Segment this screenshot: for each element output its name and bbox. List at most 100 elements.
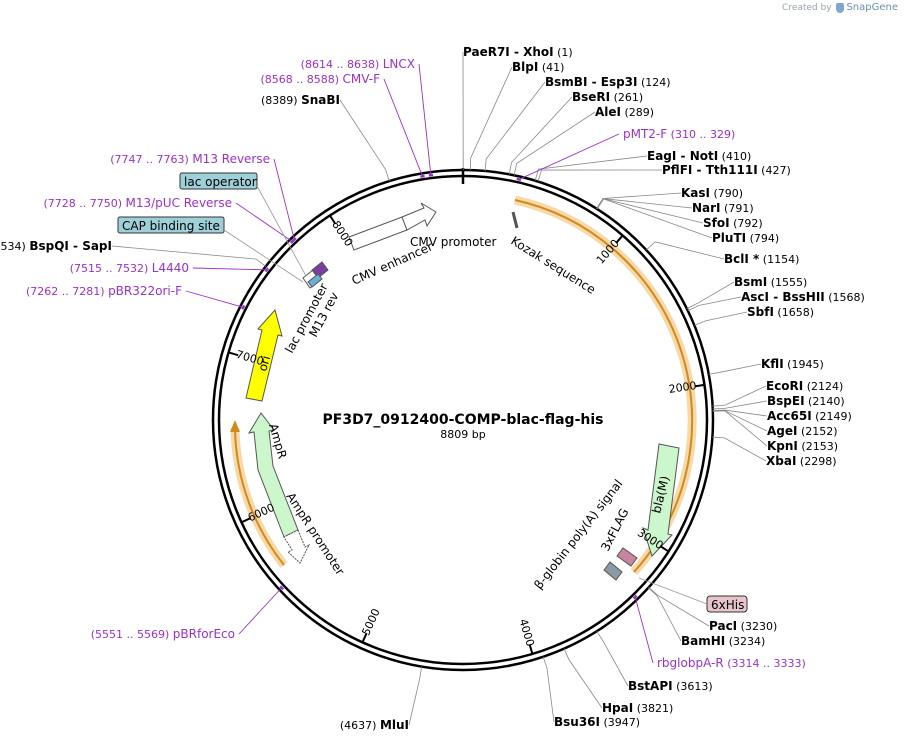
enzyme-name: AleI	[595, 105, 621, 119]
enzyme-name: PluTI	[712, 231, 746, 245]
tick-mark-2000	[694, 383, 705, 388]
plasmid-length: 8809 bp	[440, 428, 485, 441]
enzyme-label-hpai: HpaI (3821)	[602, 701, 673, 715]
watermark-brand: SnapGene	[846, 2, 898, 13]
tick-label-4000: 4000	[516, 617, 536, 648]
enzyme-leader-bcli	[646, 241, 725, 260]
enzyme-name: KflI	[761, 357, 784, 371]
enzyme-name: BstAPI	[628, 679, 673, 693]
plasmid-name: PF3D7_0912400-COMP-blac-flag-his	[323, 412, 604, 428]
enzyme-leader-bamhi	[648, 587, 682, 642]
cap-site-badge-text: CAP binding site	[122, 219, 220, 233]
watermark-prefix: Created by	[782, 3, 832, 13]
enzyme-label-bsmi: BsmI (1555)	[734, 275, 807, 289]
comp-orf-line	[514, 199, 694, 573]
primer-name: M13 Reverse	[192, 152, 270, 166]
primer-label-lncx: (8614 .. 8638) LNCX	[301, 57, 415, 71]
enzyme-pos: (1555)	[767, 276, 807, 289]
enzyme-pos: (2149)	[812, 410, 852, 423]
primer-leader-pbr322orif	[185, 290, 244, 308]
primer-range: (5551 .. 5569)	[91, 628, 173, 641]
enzyme-leader-bsmbi	[484, 81, 546, 172]
enzyme-leader-mlui	[408, 666, 423, 726]
primer-label-m13reverse: (7747 .. 7763) M13 Reverse	[110, 152, 270, 166]
primer-name: pBR322ori-F	[108, 284, 182, 298]
enzyme-leader-kpni	[712, 410, 768, 447]
enzyme-name2: - Tth111I	[692, 163, 757, 177]
enzyme-pos: (8389)	[261, 94, 301, 107]
tick-label-5000: 5000	[359, 607, 382, 638]
ampr-orf-line	[234, 429, 285, 566]
his-tag-badge-text: 6xHis	[711, 598, 744, 612]
primer-name: pBRforEco	[173, 627, 235, 641]
primer-name: rbglobpA-R	[657, 656, 724, 670]
enzyme-name2: - SapI	[69, 239, 112, 253]
enzyme-label-sfoi: SfoI (792)	[703, 216, 763, 230]
tick-mark-5000	[361, 632, 368, 643]
ampr-promoter-arrow	[283, 529, 311, 564]
enzyme-name: BspEI	[767, 394, 805, 408]
primer-name: pMT2-F	[623, 127, 667, 141]
primer-name: LNCX	[383, 57, 415, 71]
enzyme-leader-paci	[648, 586, 710, 627]
enzyme-name2: - XhoI	[510, 45, 554, 59]
enzyme-pos: (2140)	[805, 395, 845, 408]
primer-label-l4440: (7515 .. 7532) L4440	[70, 261, 189, 275]
primer-leader-pbrforeco	[238, 587, 283, 635]
enzyme-pos: (124)	[638, 76, 671, 89]
tick-mark-7000	[228, 351, 239, 357]
tick-mark-3000	[659, 545, 670, 553]
lac-operator-marker	[307, 273, 323, 288]
enzyme-name: BclI *	[724, 252, 760, 266]
enzyme-leader-blpi	[469, 66, 513, 171]
lac-operator-badge: lac operator	[179, 172, 258, 190]
primer-label-pmt2f: pMT2-F (310 .. 329)	[623, 127, 735, 141]
primer-label-rbglobpar: rbglobpA-R (3314 .. 3333)	[657, 656, 806, 670]
enzyme-name: HpaI	[602, 701, 633, 715]
enzyme-leader-alei	[513, 111, 596, 176]
primer-range: (8614 .. 8638)	[301, 58, 383, 71]
feature-arrows	[245, 202, 680, 581]
ampr-arrow	[247, 412, 299, 538]
enzyme-label-bamhi: BamHI (3234)	[681, 634, 765, 648]
primer-mark-pmt2f	[516, 177, 522, 182]
enzyme-pos: (1154)	[759, 253, 799, 266]
enzyme-name: EagI	[647, 149, 676, 163]
enzyme-label-bspei: BspEI (2140)	[767, 394, 845, 408]
enzyme-name: SfoI	[703, 216, 730, 230]
primer-mark-l4440	[264, 267, 270, 273]
enzyme-pos: (3234)	[725, 635, 765, 648]
enzyme-label-sbfi: SbfI (1658)	[747, 305, 814, 319]
enzyme-pos: (2152)	[797, 425, 837, 438]
enzyme-leader-bsmi	[686, 281, 735, 309]
enzyme-label-agei: AgeI (2152)	[767, 424, 838, 438]
enzyme-name: PaeR7I	[463, 45, 510, 59]
tick-label-8000: 8000	[329, 218, 355, 249]
enzyme-pos: (2124)	[803, 380, 843, 393]
enzyme-leader-bstapi	[596, 630, 629, 687]
primer-range: (7747 .. 7763)	[110, 153, 192, 166]
cap-site-badge: CAP binding site	[117, 216, 225, 234]
primer-label-pbrforeco: (5551 .. 5569) pBRforEco	[91, 627, 235, 641]
enzyme-pos: (790)	[710, 187, 743, 200]
enzyme-name2: - Esp3I	[587, 75, 637, 89]
enzyme-pos: (791)	[721, 202, 754, 215]
enzyme-label-paci: PacI (3230)	[709, 619, 777, 633]
enzyme-pos: (1945)	[784, 358, 824, 371]
kozak-mark	[511, 211, 519, 229]
enzyme-pos: (1658)	[774, 306, 814, 319]
enzyme-leader-snabi	[339, 99, 390, 182]
primer-mark-m13pucreverse	[289, 239, 295, 244]
enzyme-label-kasi: KasI (790)	[681, 186, 743, 200]
enzyme-label-snabi: (8389) SnaBI	[261, 93, 340, 107]
primer-name: CMV-F	[343, 72, 381, 86]
globin-marker	[603, 561, 623, 581]
enzyme-pos: (427)	[758, 164, 791, 177]
enzyme-leader-bspei	[712, 400, 768, 410]
primer-leader-l4440	[192, 267, 267, 271]
primer-mark-pbrforeco	[279, 585, 285, 591]
tick-label-2000: 2000	[668, 379, 698, 396]
primer-leader-cmvf	[383, 78, 423, 177]
enzyme-name: BspQI	[29, 239, 69, 253]
enzyme-name: KpnI	[767, 439, 798, 453]
